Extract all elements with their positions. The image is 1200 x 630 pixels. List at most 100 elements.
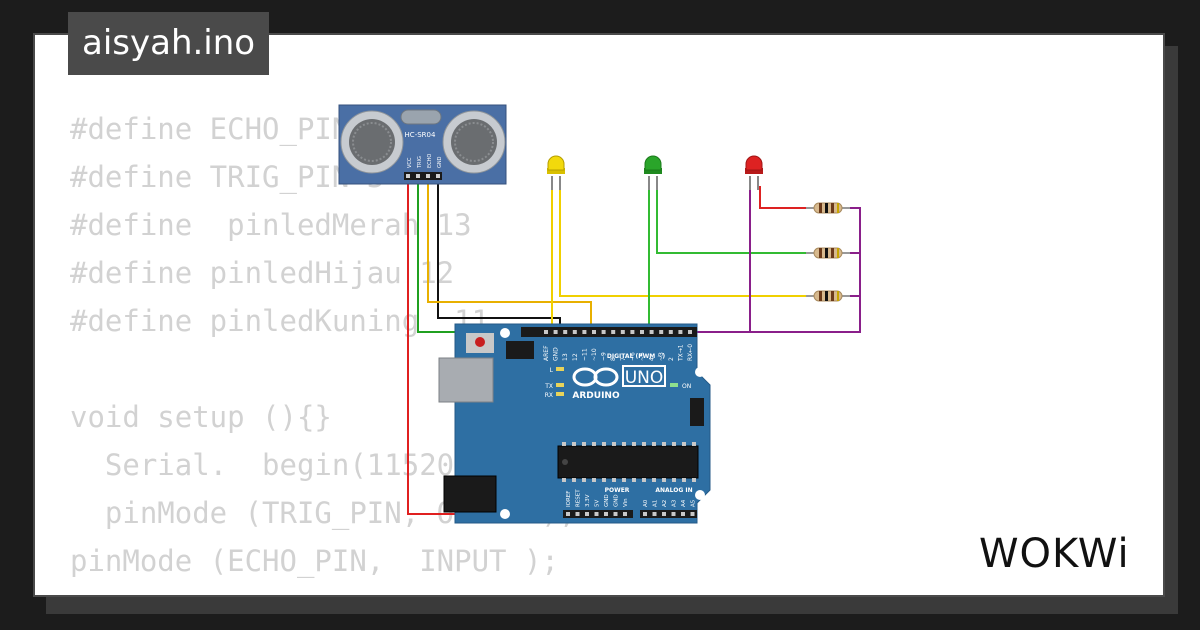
sensor-pin-echo[interactable] [426,174,430,178]
digital-pin-label: 2 [668,357,675,361]
sensor-pin-trig[interactable] [416,174,420,178]
resistor-red[interactable] [806,202,850,214]
analog-pin-label: A2 [662,500,668,507]
digital-pin[interactable] [601,330,606,334]
digital-pin[interactable] [553,330,558,334]
power-pin[interactable] [585,512,589,516]
power-pin[interactable] [623,512,627,516]
digital-pin[interactable] [668,330,673,334]
sensor-pin-gnd[interactable] [436,174,440,178]
resistor-yellow[interactable] [806,290,850,302]
analog-pin[interactable] [671,512,676,516]
chip-leg [602,442,606,446]
uno-badge [622,365,666,387]
wire-red-led[interactable] [759,186,806,209]
chip-leg [682,442,686,446]
wire-echo[interactable] [417,176,470,333]
digital-pin-label: 7 [620,357,627,361]
digital-pin[interactable] [688,330,692,334]
digital-pin-label: AREF [543,345,550,361]
power-pin-label: GND [614,494,620,507]
digital-pin[interactable] [582,330,587,334]
power-pin[interactable] [575,512,580,516]
led-green[interactable] [644,155,662,190]
chip-leg [672,442,676,446]
atmega-chip [557,445,699,479]
digital-pin[interactable] [640,330,644,334]
chip-leg [642,442,646,446]
mounting-hole [500,328,510,338]
digital-pin-label: ~11 [581,348,588,361]
sensor-pin-vcc[interactable] [406,174,410,178]
chip-leg [692,442,696,446]
power-pin[interactable] [604,512,608,516]
wire-green-led[interactable] [656,186,806,254]
bottom-pin-row [566,512,695,516]
sensor-pin-header [404,172,442,180]
digital-pin-label: TX→1 [677,344,684,362]
code-line-4: #define pinledHijau 12 [70,256,455,290]
led-red[interactable] [745,155,763,190]
analog-pin[interactable] [690,512,695,516]
power-pin[interactable] [594,512,599,516]
power-pin[interactable] [613,512,618,516]
digital-pin[interactable] [630,330,635,334]
chip-legs [562,442,696,482]
led-dome [547,155,565,171]
resistor-band [837,248,839,258]
led-rim [644,168,662,174]
chip-leg [652,478,656,482]
wire-trig[interactable] [427,176,592,332]
wire-yellow-led[interactable] [559,186,836,297]
digital-pin[interactable] [544,330,548,334]
digital-pin-label: 13 [562,353,569,361]
led-indicator-rx [556,392,564,396]
on-label: ON [682,383,691,390]
project-card: #define ECHO_PIN 2#define TRIG_PIN 3#def… [33,33,1165,597]
code-line-7: void setup (){} [70,400,332,434]
resistor-band [819,203,822,213]
power-pin-label: GND [604,494,610,507]
ultrasonic-sensor[interactable]: HC-SR04 VCC TRIG ECHO GND [338,104,507,185]
analog-pin[interactable] [662,512,666,516]
digital-pin-row [544,330,692,334]
digital-pin[interactable] [678,330,683,334]
sensor-model-label: HC-SR04 [405,131,436,139]
digital-pin[interactable] [611,330,616,334]
led-yellow[interactable] [547,155,565,190]
chip-leg [562,442,566,446]
code-line-3: #define pinledMerah 13 [70,208,472,242]
digital-pin[interactable] [592,330,596,334]
code-line-5: #define pinledKuning 11 [70,304,490,338]
wire-gnd[interactable] [437,176,561,332]
resistor-band [837,291,839,301]
reset-button[interactable] [475,337,485,347]
file-name-tab[interactable]: aisyah.ino [68,12,270,75]
led-rim [745,168,763,174]
chip-leg [632,478,636,482]
chip-leg [592,442,596,446]
mounting-hole [695,490,705,500]
analog-pin[interactable] [681,512,685,516]
analog-pin-label: A5 [691,499,697,507]
analog-pin[interactable] [652,512,657,516]
digital-pin[interactable] [649,330,654,334]
digital-pin[interactable] [659,330,664,334]
digital-pin[interactable] [563,330,568,334]
wire-common-ground[interactable] [500,207,861,333]
led-indicator-on [670,383,678,387]
digital-pin-label: 8 [610,357,617,361]
power-pin[interactable] [566,512,570,516]
digital-pin[interactable] [572,330,577,334]
resistor-green[interactable] [806,247,850,259]
mounting-hole [500,509,510,519]
chip-leg [612,478,616,482]
analog-pin[interactable] [643,512,647,516]
chip-leg [672,478,676,482]
chip-leg [642,478,646,482]
digital-pin[interactable] [620,330,625,334]
code-line-11: pinMode (pinledMerah, OUTPUT); [70,585,594,595]
